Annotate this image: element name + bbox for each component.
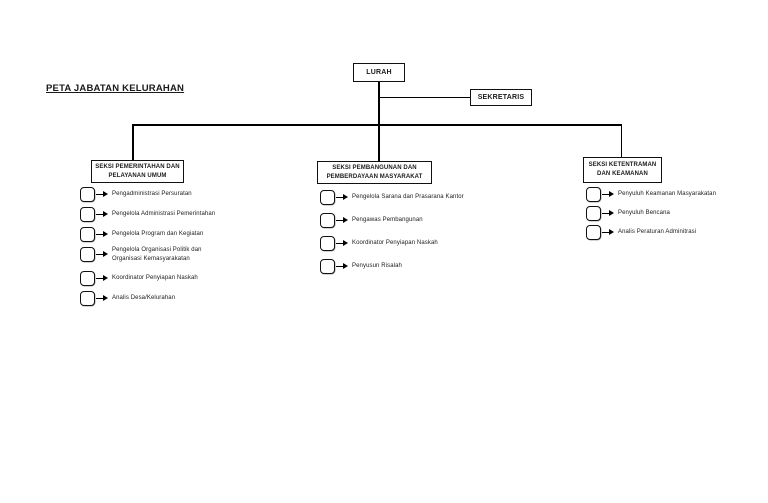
section-header-pemerintahan: SEKSI PEMERINTAHAN DAN PELAYANAN UMUM [91, 160, 184, 183]
arrow-right-icon [336, 262, 349, 271]
job-item: Pengadministrasi Persuratan [80, 187, 192, 202]
connector-distributor [132, 124, 622, 126]
job-box [80, 247, 95, 263]
job-item: Pengelola Sarana dan Prasarana Kantor [320, 190, 464, 205]
arrow-right-icon [96, 210, 109, 219]
job-box [320, 236, 335, 251]
node-sekretaris: SEKRETARIS [470, 89, 532, 106]
arrow-right-icon [602, 228, 615, 237]
job-box [586, 225, 601, 240]
job-box [80, 187, 95, 202]
job-label: Penyuluh Bencana [618, 210, 670, 217]
arrow-right-icon [602, 190, 615, 199]
job-item: Pengelola Program dan Kegiatan [80, 227, 203, 242]
arrow-right-icon [336, 193, 349, 202]
job-item: Koordinator Penyiapan Naskah [320, 236, 438, 251]
job-label: Pengelola Administrasi Pemerintahan [112, 211, 216, 218]
job-box [80, 207, 95, 222]
connector-sekretaris [378, 96, 470, 98]
arrow-right-icon [96, 294, 109, 303]
job-box [80, 227, 95, 242]
arrow-right-icon [96, 250, 109, 259]
job-label: Pengelola Program dan Kegiatan [112, 231, 204, 238]
job-label: Pengelola Sarana dan Prasarana Kantor [352, 194, 464, 201]
job-box [80, 271, 95, 286]
job-label: Pengawas Pembangunan [352, 217, 423, 224]
connector-left-drop [132, 124, 134, 161]
job-label: Koordinator Penyiapan Naskah [352, 240, 438, 247]
job-item: Penyuluh Bencana [586, 206, 670, 221]
job-box [80, 291, 95, 306]
job-item: Analis Peraturan Adminitrasi [586, 225, 696, 240]
section-header-ketentraman: SEKSI KETENTRAMAN DAN KEAMANAN [583, 157, 662, 183]
section-header-pembangunan: SEKSI PEMBANGUNAN DAN PEMBERDAYAAN MASYA… [317, 161, 432, 184]
job-item: Analis Desa/Kelurahan [80, 291, 175, 306]
job-item: Penyusun Risalah [320, 259, 402, 274]
arrow-right-icon [96, 274, 109, 283]
job-label: Analis Peraturan Adminitrasi [618, 229, 697, 236]
job-label: Pengadministrasi Persuratan [112, 191, 192, 198]
job-item: Pengelola Organisasi Politik dan Organis… [80, 246, 202, 263]
job-item: Koordinator Penyiapan Naskah [80, 271, 198, 286]
job-label: Penyuluh Keamanan Masyarakatan [618, 191, 717, 198]
arrow-right-icon [602, 209, 615, 218]
job-label: Pengelola Organisasi Politik dan Organis… [112, 247, 202, 262]
job-box [586, 187, 601, 202]
job-box [586, 206, 601, 221]
job-label: Analis Desa/Kelurahan [112, 295, 176, 302]
node-lurah: LURAH [353, 63, 405, 82]
job-box [320, 259, 335, 274]
arrow-right-icon [336, 216, 349, 225]
arrow-right-icon [96, 230, 109, 239]
connector-lurah-down [378, 81, 380, 161]
job-box [320, 213, 335, 228]
job-box [320, 190, 335, 205]
job-item: Penyuluh Keamanan Masyarakatan [586, 187, 716, 202]
job-item: Pengawas Pembangunan [320, 213, 423, 228]
arrow-right-icon [96, 190, 109, 199]
arrow-right-icon [336, 239, 349, 248]
connector-right-drop [620, 124, 622, 158]
page-title: PETA JABATAN KELURAHAN [46, 83, 185, 94]
job-label: Koordinator Penyiapan Naskah [112, 275, 198, 282]
job-label: Penyusun Risalah [352, 263, 402, 270]
job-item: Pengelola Administrasi Pemerintahan [80, 207, 215, 222]
